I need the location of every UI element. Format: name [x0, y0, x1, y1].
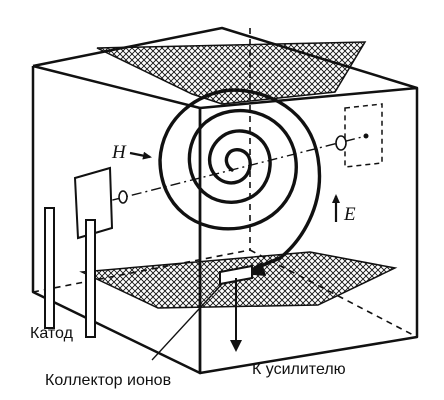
magnetic-field-arrow: [129, 151, 152, 160]
collector-leader-line: [151, 283, 223, 361]
side-plate: [344, 103, 383, 168]
aperture-ring-right: [335, 135, 347, 151]
ion-collector: [219, 264, 253, 286]
electric-field-label: E: [343, 204, 356, 225]
aperture-ring-mid: [118, 190, 128, 204]
top-mesh-grid: [96, 41, 367, 105]
to-amplifier-arrow-head: [230, 340, 242, 352]
cathode-label: Катод: [30, 325, 74, 342]
to-amplifier-label: К усилителю: [252, 361, 346, 378]
cathode-legs: [44, 207, 96, 338]
magnetic-field-label: H: [111, 142, 127, 163]
beam-axis: [92, 135, 367, 206]
ion-collector-label: Коллектор ионов: [45, 372, 171, 389]
cathode-plate: [73, 166, 114, 240]
spiral-trajectory: [158, 88, 322, 270]
hidden-edges: [32, 28, 418, 338]
